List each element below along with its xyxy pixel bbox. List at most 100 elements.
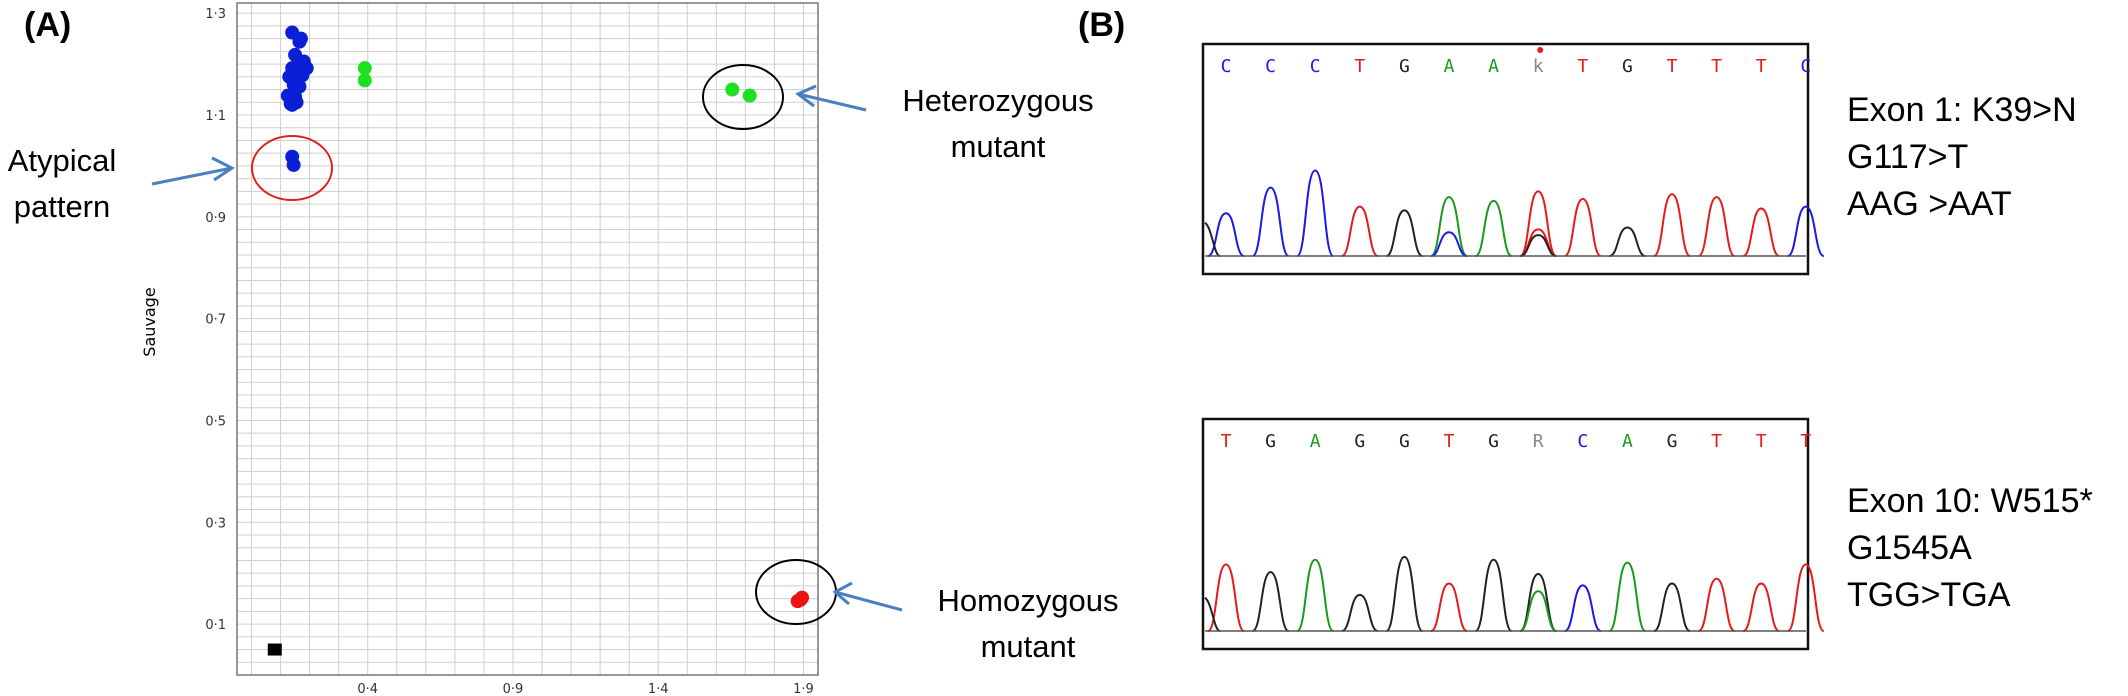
x-tick-label: 0·9 [503,682,524,696]
trace-peak [1204,221,1221,257]
mutation-exon-1: Exon 1: K39>N G117>T AAG >AAT [1847,87,2077,228]
heterozygous-mutant-label: Heterozygous mutant [888,78,1108,170]
plot-grid [237,3,818,676]
homozygous-line-2: mutant [980,629,1076,664]
trace-peak [1430,582,1468,632]
trace-peak [1653,582,1691,632]
base-call: G [1399,56,1410,77]
trace-peak [1653,193,1691,257]
atypical-pattern-label: Atypical pattern [0,138,124,230]
trace-peak [1385,555,1424,632]
base-call: T [1711,431,1722,452]
base-call: T [1667,56,1678,77]
trace-peak [1251,571,1290,632]
trace-peak [1519,234,1557,257]
heterozygous-line-1: Heterozygous [902,83,1094,118]
base-call: T [1756,56,1767,77]
trace-peak [1430,231,1468,257]
data-point [267,643,282,656]
arrow-atypical [151,156,235,186]
y-tick-label: 1·1 [205,109,226,124]
base-call: T [1756,431,1767,452]
base-call: G [1354,431,1365,452]
arrow-homozygous [832,581,903,612]
homozygous-mutant-label: Homozygous mutant [918,578,1138,670]
base-call: R [1533,431,1544,452]
base-call: T [1221,431,1232,452]
x-tick-label: 1·9 [793,682,814,696]
base-call: C [1800,56,1811,77]
trace-peak [1385,209,1423,257]
x-tick-labels: 0·4 0·9 1·4 1·9 [357,682,813,696]
trace-peak [1251,186,1290,257]
trace-peak [1698,577,1736,632]
mutation-line: AAG >AAT [1847,185,2012,223]
plot-frame [236,2,819,676]
mutation-line: TGG>TGA [1847,576,2011,614]
trace-peak [1296,169,1335,257]
base-call: G [1265,431,1276,452]
trace-peak [1564,584,1602,632]
base-call: A [1622,431,1633,452]
y-axis-title: Sauvage [140,287,159,356]
base-call: A [1310,431,1321,452]
data-point [742,88,757,103]
data-point [793,592,808,607]
trace-peak [1787,205,1825,257]
x-tick-label: 0·4 [357,682,378,696]
trace-peak [1742,207,1780,257]
base-call: C [1221,56,1232,77]
base-call: G [1667,431,1678,452]
base-call: k [1533,56,1544,77]
data-points [267,25,810,656]
base-call: T [1354,56,1365,77]
trace-peak [1697,196,1736,257]
base-call: G [1622,56,1633,77]
trace-peaks [1204,169,1825,257]
panel-a-label: (A) [24,6,72,44]
trace-peak [1519,190,1557,257]
y-tick-label: 0·7 [205,313,226,328]
trace-peak [1475,199,1513,257]
y-tick-label: 0·9 [205,211,226,226]
base-call: C [1265,56,1276,77]
y-tick-label: 0·3 [205,516,226,531]
atypical-line-1: Atypical [7,143,117,178]
data-point [285,97,300,112]
panel-b-label: (B) [1078,6,1126,44]
base-call: C [1577,431,1588,452]
data-point [295,68,310,83]
base-call: T [1444,431,1455,452]
trace-peak [1742,582,1780,632]
base-call: T [1711,56,1722,77]
heterozygous-line-2: mutant [950,129,1046,164]
data-point [357,61,372,76]
trace-peak [1204,596,1221,632]
y-tick-label: 0·1 [205,618,226,633]
mutation-line: G117>T [1847,138,1969,176]
base-call: T [1800,431,1811,452]
mutation-exon-10: Exon 10: W515* G1545A TGG>TGA [1847,478,2093,619]
trace-peak [1564,197,1602,257]
trace-peak [1609,226,1646,257]
trace-peak [1608,561,1647,632]
x-tick-label: 1·4 [648,682,669,696]
heterozygous-circle [702,64,784,130]
trace-peak [1474,558,1513,632]
trace-peak [1341,205,1379,257]
atypical-circle [251,135,333,201]
mutation-line: Exon 10: W515* [1847,482,2093,520]
trace-peaks [1204,555,1825,632]
base-call: T [1577,56,1588,77]
base-call: G [1399,431,1410,452]
homozygous-circle [755,559,837,625]
base-call: A [1444,56,1455,77]
variant-marker [1537,47,1544,53]
trace-peak [1430,196,1468,257]
base-call: G [1488,431,1499,452]
trace-peak [1296,558,1335,632]
